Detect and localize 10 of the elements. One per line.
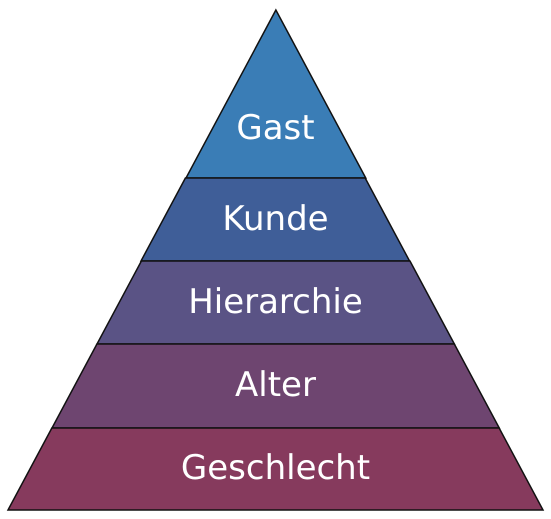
level-label: Kunde <box>221 198 330 238</box>
pyramid-level <box>96 261 454 344</box>
level-label: Gast <box>235 108 316 148</box>
pyramid-level <box>52 344 500 428</box>
pyramid-level <box>186 10 366 178</box>
level-label: Geschlecht <box>180 448 372 488</box>
level-label: Hierarchie <box>187 282 364 322</box>
pyramid-level <box>8 428 543 510</box>
level-label: Alter <box>234 365 317 405</box>
pyramid-level <box>141 178 410 261</box>
